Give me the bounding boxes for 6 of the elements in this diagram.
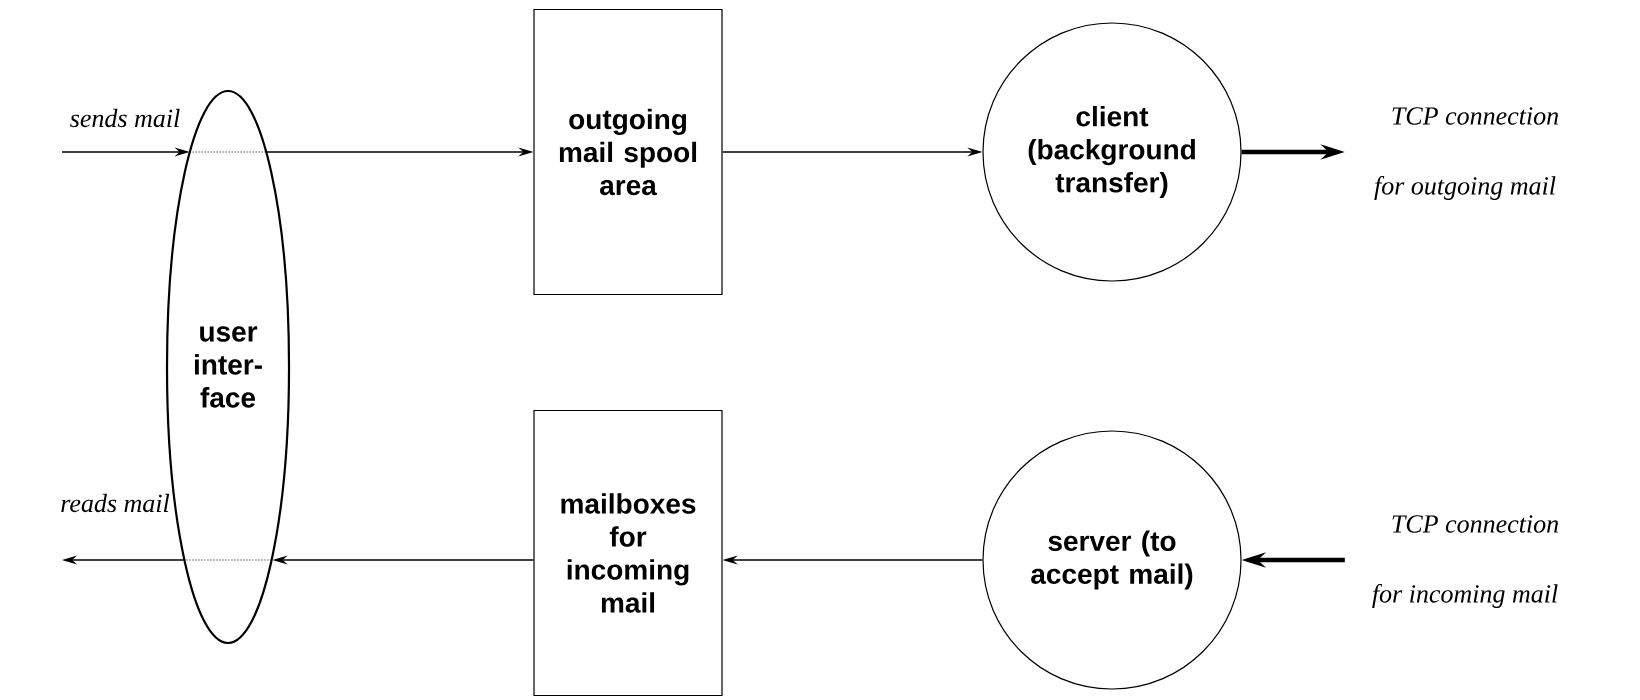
- connection-label: TCP connection: [1392, 107, 1559, 125]
- connection-label: for outgoing mail: [1374, 176, 1556, 200]
- connection-label: for incoming mail: [1372, 584, 1558, 608]
- connection-label: TCP connection: [1392, 515, 1559, 533]
- process-box: mailboxes for incoming mail: [533, 409, 723, 697]
- process-box: outgoing mail spool area: [533, 8, 723, 296]
